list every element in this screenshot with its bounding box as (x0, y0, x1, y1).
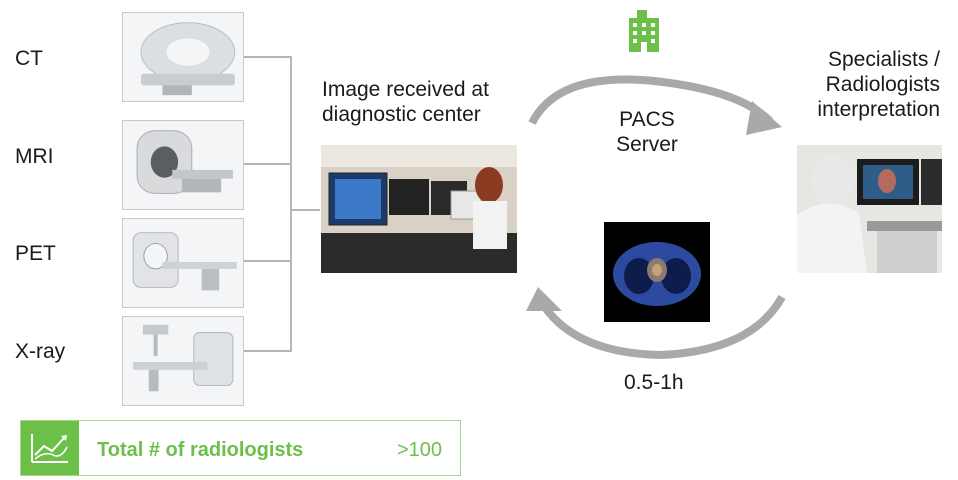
xray-machine-image (122, 316, 244, 406)
connector-vertical (290, 56, 292, 352)
modality-label-pet: PET (15, 242, 56, 265)
bottom-arc-arrow (538, 294, 786, 360)
connector-mri (244, 163, 292, 165)
connector-pet (244, 260, 292, 262)
modality-label-ct: CT (15, 47, 43, 70)
connector-ct (244, 56, 292, 58)
specialists-caption: Specialists / Radiologists interpretatio… (817, 48, 940, 121)
top-arrowhead (746, 101, 782, 135)
pacs-server-label: PACS Server (616, 108, 678, 156)
modality-label-xray: X-ray (15, 340, 66, 363)
mri-scanner-image (122, 120, 244, 210)
cycle-arrows (526, 75, 786, 360)
connector-xray (244, 350, 292, 352)
ct-scanner-image (122, 12, 244, 102)
diagnostic-center-caption: Image received at diagnostic center (322, 78, 489, 126)
diagnostic-center-photo (321, 145, 517, 273)
building-icon (629, 10, 659, 52)
pet-scanner-image (122, 218, 244, 308)
top-arc-arrow (528, 75, 773, 125)
connector-to-center (292, 209, 320, 211)
kpi-label: Total # of radiologists (97, 439, 304, 461)
trend-chart-icon (21, 421, 79, 475)
bottom-arrowhead (526, 287, 562, 311)
specialists-photo (797, 145, 942, 273)
xray-machine-icon (123, 317, 243, 405)
turnaround-time-label: 0.5-1h (624, 371, 684, 394)
ct-scanner-icon (123, 13, 243, 101)
pet-ct-scan-image (604, 222, 710, 322)
mri-scanner-icon (123, 121, 243, 209)
kpi-box: Total # of radiologists >100 (20, 420, 461, 476)
kpi-value: >100 (397, 439, 443, 461)
pet-scanner-icon (123, 219, 243, 307)
modality-label-mri: MRI (15, 145, 54, 168)
